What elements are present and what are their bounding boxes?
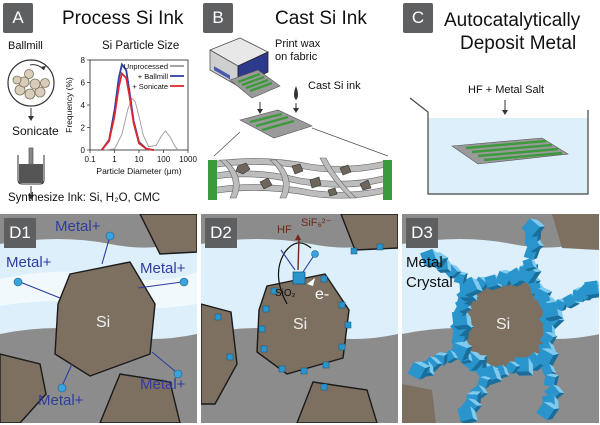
- d3-si-label: Si: [496, 316, 511, 333]
- legend-label-2: + Sonicate: [132, 82, 168, 91]
- bath-container-icon: [409, 97, 589, 195]
- electron-arrow-icon: [307, 278, 315, 286]
- sonicate-label: Sonicate: [12, 124, 59, 138]
- ink-droplet-icon: [294, 86, 298, 100]
- crystal-nuclei-icons: [214, 243, 384, 391]
- arrow-down-icon-4: [502, 110, 508, 115]
- panel-a-badge: A: [3, 3, 33, 33]
- d1-metal-label-4: Metal+: [140, 376, 186, 393]
- y-tick-label-3: 6: [81, 79, 86, 88]
- metal-ion-dot: [311, 250, 319, 258]
- d2-sio2-label: SiO₂: [275, 288, 296, 299]
- panel-d2-badge: D2: [205, 218, 237, 248]
- y-tick-label-2: 4: [81, 101, 86, 110]
- process-illustration: [7, 59, 55, 200]
- cast-illustration: [208, 37, 392, 200]
- cast-si-ink-label: Cast Si ink: [308, 80, 361, 92]
- panel-c-title-2: Deposit Metal: [460, 33, 577, 54]
- panel-b-badge: B: [203, 3, 233, 33]
- d1-metal-label-5: Metal+: [38, 392, 84, 409]
- d3-crystal-label-1: Metal: [406, 254, 443, 271]
- chart-title: Si Particle Size: [102, 40, 180, 52]
- print-wax-label-1: Print wax: [275, 38, 321, 50]
- metal-crystal-cluster: [407, 218, 599, 423]
- series-line-2: [101, 71, 154, 151]
- x-tick-label-2: 10: [135, 155, 144, 164]
- crystal-cube-icon: [420, 248, 442, 268]
- crystal-cube-icon: [584, 280, 599, 299]
- crystal-cube-icon: [521, 218, 546, 237]
- deposition-bath-illustration: [409, 97, 589, 195]
- arrow-down-icon: [28, 116, 34, 121]
- y-tick-label-1: 2: [81, 124, 86, 133]
- bath-label: HF + Metal Salt: [468, 84, 545, 96]
- crystal-cube-icon: [457, 405, 478, 423]
- printed-fabric-icon: [229, 69, 281, 99]
- y-tick-label-0: 0: [81, 146, 86, 155]
- x-axis-label: Particle Diameter (μm): [96, 166, 181, 176]
- si-particle-icon-3: [402, 214, 599, 423]
- d2-hf-label: HF: [277, 224, 292, 236]
- panel-d3-badge: D3: [406, 218, 438, 248]
- growing-crystal-icon: [292, 271, 306, 285]
- series-line-0: [104, 97, 179, 151]
- reaction-arc: [277, 242, 312, 305]
- fabric-sample-icon: [239, 109, 313, 139]
- panel-c-title-1: Autocatalytically: [444, 10, 581, 31]
- sif6-arrow-icon: [295, 234, 301, 240]
- ballmill-label: Ballmill: [8, 40, 43, 52]
- d1-metal-label-1: Metal+: [55, 218, 101, 235]
- crystal-cube-icon: [543, 373, 560, 388]
- x-tick-label-4: 1000: [179, 155, 197, 164]
- beaker-icon: [17, 155, 45, 185]
- legend-label-0: Unprocessed: [124, 62, 168, 71]
- crystal-cube-icon: [407, 361, 431, 380]
- panel-d2: D2 Si HF SiF₆²⁻ SiO₂ e-: [201, 214, 398, 423]
- x-tick-label-3: 100: [157, 155, 171, 164]
- synthesize-label: Synthesize Ink: Si, H₂O, CMC: [8, 192, 161, 204]
- d3-crystal-label-2: Crystal: [406, 274, 453, 291]
- d1-si-label: Si: [96, 314, 111, 331]
- d1-metal-label-3: Metal+: [140, 260, 186, 277]
- panel-d3: D3 Si Metal Crystal: [402, 214, 599, 423]
- legend-label-1: + Ballmill: [138, 72, 169, 81]
- crystal-cube-icon: [522, 258, 538, 272]
- d1-metal-label-2: Metal+: [6, 254, 52, 271]
- panel-d1: D1 Si Metal+ Metal+ Metal+ Metal+ Metal+: [0, 214, 197, 423]
- y-tick-label-4: 8: [81, 56, 86, 65]
- ballmill-balls-icon: [12, 69, 50, 100]
- metal-ion-dots: [13, 231, 189, 393]
- si-particle-icon: [0, 214, 197, 423]
- fabric-fibers-icon: [208, 157, 392, 200]
- panel-b-title: Cast Si Ink: [275, 8, 367, 29]
- arrow-down-icon-3: [257, 109, 263, 114]
- x-tick-label-1: 1: [112, 155, 117, 164]
- panel-a-title: Process Si Ink: [62, 8, 184, 29]
- si-particle-icon-2: [201, 214, 398, 423]
- x-tick-label-0: 0.1: [84, 155, 96, 164]
- submerged-fabric-icon: [451, 137, 569, 165]
- y-axis-label: Frequency (%): [64, 77, 74, 133]
- d2-sif6-label: SiF₆²⁻: [301, 217, 332, 229]
- panel-d1-badge: D1: [4, 218, 36, 248]
- crystal-cube-icon: [536, 402, 560, 421]
- d2-electron-label: e-: [315, 286, 330, 303]
- metal-ion-arrows: [19, 235, 183, 387]
- arrow-down-icon-2: [28, 195, 34, 200]
- d2-si-label: Si: [293, 316, 308, 333]
- panel-c-badge: C: [403, 3, 433, 33]
- print-wax-label-2: on fabric: [275, 51, 318, 63]
- crystal-cube-icon: [451, 310, 473, 330]
- crystal-cube-icon: [534, 348, 560, 368]
